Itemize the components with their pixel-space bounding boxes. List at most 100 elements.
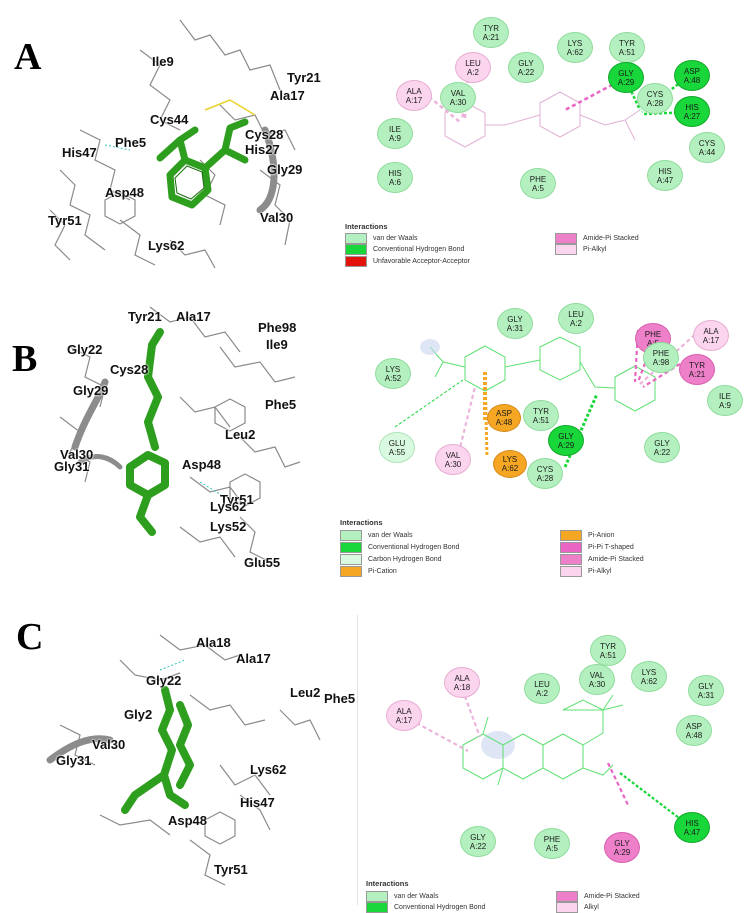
- legend-swatch: [366, 891, 388, 902]
- residue-label: Gly31: [56, 753, 92, 768]
- residue-label: Ile9: [152, 54, 174, 69]
- legend-swatch: [555, 244, 577, 255]
- protein-sticks: [49, 19, 296, 269]
- legend-swatch: [560, 554, 582, 565]
- residue-label: Ala17: [176, 309, 211, 324]
- residue-label: Gly22: [67, 342, 103, 357]
- docking-3d-view: Ala18 Ala17 Gly22 Leu2 Phe5 Gly2 Val30 G…: [40, 625, 355, 913]
- residue-label: Gly2: [124, 707, 153, 722]
- residue-label: His47: [62, 145, 97, 160]
- ligand-2d-structure: [397, 682, 684, 822]
- protein-sticks: [59, 306, 301, 563]
- residue-label: Tyr21: [128, 309, 162, 324]
- legend-swatch: [560, 542, 582, 553]
- residue-label: Tyr51: [214, 862, 248, 877]
- residue-label: Asp48: [182, 457, 222, 472]
- legend-swatch: [345, 256, 367, 267]
- legend-item: van der Waals: [366, 891, 438, 902]
- legend-swatch: [556, 891, 578, 902]
- residue-label: Cys44: [150, 112, 189, 127]
- residue-label: Phe5: [324, 691, 356, 706]
- residue-label: Tyr21: [287, 70, 321, 85]
- residue-label: Asp48: [168, 813, 208, 828]
- interaction-legend: Interactions van der Waals Amide-Pi Stac…: [366, 879, 746, 913]
- legend-item: van der Waals: [345, 233, 417, 244]
- residue-label: Lys62: [210, 499, 247, 514]
- docking-3d-view: Phe98 Tyr21 Ala17 Ile9 Gly22 Cys28 Gly29…: [40, 287, 340, 582]
- legend-swatch: [340, 566, 362, 577]
- legend-swatch: [345, 244, 367, 255]
- residue-label: Gly31: [54, 459, 90, 474]
- legend-item: Pi-Alkyl: [555, 244, 606, 255]
- panel-b: B: [0, 282, 750, 582]
- residue-label: Gly29: [267, 162, 303, 177]
- legend-swatch: [345, 233, 367, 244]
- legend-swatch: [366, 902, 388, 913]
- legend-item: Unfavorable Acceptor-Acceptor: [345, 256, 470, 267]
- interaction-legend: Interactions van der Waals Pi-Anion Conv…: [340, 518, 740, 582]
- legend-item: Amide-Pi Stacked: [555, 233, 639, 244]
- residue-label: Lys52: [210, 519, 247, 534]
- legend-item: Alkyl: [556, 902, 599, 913]
- residue-label: Phe5: [265, 397, 297, 412]
- docking-3d-view: Ile9 Tyr21 Ala17 Cys44 Phe5 Cys28 His27 …: [20, 10, 330, 280]
- legend-title: Interactions: [345, 222, 388, 231]
- residue-label: Val30: [92, 737, 126, 752]
- residue-label: Ala17: [236, 651, 271, 666]
- legend-swatch: [340, 554, 362, 565]
- residue-label: Gly22: [146, 673, 182, 688]
- panel-label: C: [16, 616, 44, 658]
- legend-item: Conventional Hydrogen Bond: [340, 542, 459, 553]
- interaction-legend: Interactions van der Waals Amide-Pi Stac…: [345, 222, 735, 270]
- residue-label: Val30: [260, 210, 294, 225]
- residue-label: Glu55: [244, 555, 281, 570]
- residue-label: Ile9: [266, 337, 288, 352]
- legend-title: Interactions: [340, 518, 383, 527]
- legend-swatch: [556, 902, 578, 913]
- residue-label: Asp48: [105, 185, 145, 200]
- residue-label: Cys28: [110, 362, 149, 377]
- legend-item: Amide-Pi Stacked: [560, 554, 644, 565]
- residue-label: Phe98: [258, 320, 297, 335]
- legend-swatch: [560, 566, 582, 577]
- legend-item: Amide-Pi Stacked: [556, 891, 640, 902]
- legend-item: Carbon Hydrogen Bond: [340, 554, 442, 565]
- legend-item: Pi-Anion: [560, 530, 614, 541]
- legend-title: Interactions: [366, 879, 409, 888]
- legend-swatch: [340, 542, 362, 553]
